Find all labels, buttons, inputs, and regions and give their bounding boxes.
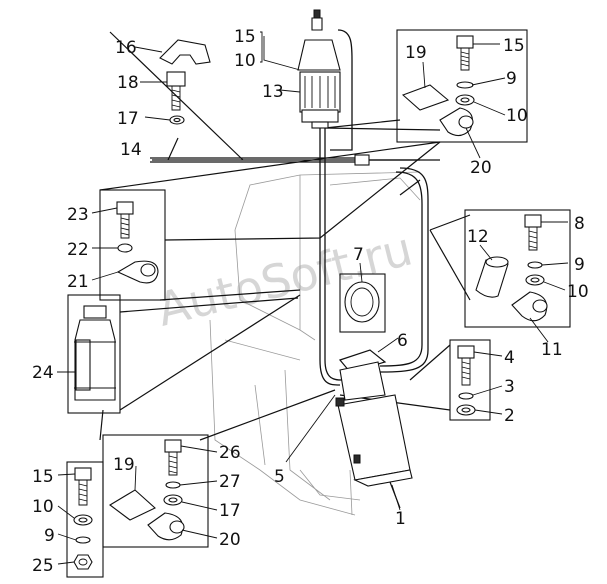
callout-18: 18 (117, 73, 139, 93)
group-bracket-left (99, 189, 166, 301)
callout-leaders (57, 36, 569, 565)
callout-10: 10 (234, 51, 256, 71)
callout-12: 12 (467, 227, 489, 247)
callout-26: 26 (219, 443, 241, 463)
callout-7: 7 (353, 245, 364, 265)
callout-13: 13 (262, 82, 284, 102)
callout-11: 11 (541, 340, 563, 360)
callout-15: 15 (234, 27, 256, 47)
fuel-tank-1 (335, 394, 413, 509)
callout-16: 16 (115, 38, 137, 58)
callout-20: 20 (470, 158, 492, 178)
group-bracket-right (464, 209, 571, 328)
callout-21: 21 (67, 272, 89, 292)
callout-15-bottom-left: 15 (32, 467, 54, 487)
callout-23: 23 (67, 205, 89, 225)
callout-10-bottom-left: 10 (32, 497, 54, 517)
callout-17: 17 (117, 109, 139, 129)
callout-3: 3 (504, 377, 515, 397)
callout-labels: 16 18 17 14 15 10 13 19 15 9 10 20 23 22… (32, 27, 589, 576)
callout-9-right: 9 (574, 255, 585, 275)
callout-24: 24 (32, 363, 54, 383)
callout-bracket (260, 31, 263, 63)
callout-10-top-right: 10 (506, 106, 528, 126)
group-bolt-bottom-left (66, 461, 104, 578)
reservoir-24 (67, 294, 121, 414)
callout-5: 5 (274, 467, 285, 487)
callout-17-bottom: 17 (219, 501, 241, 521)
callout-4: 4 (504, 348, 515, 368)
callout-27: 27 (219, 472, 241, 492)
callout-1: 1 (395, 509, 406, 529)
callout-22: 22 (67, 240, 89, 260)
fuel-filter-7 (338, 273, 387, 401)
callout-25: 25 (32, 556, 54, 576)
callout-20-bottom: 20 (219, 530, 241, 550)
vehicle-outline (209, 171, 421, 516)
group-bracket-top-right (396, 29, 528, 143)
callout-14: 14 (120, 140, 142, 160)
callout-9-bottom-left: 9 (44, 526, 55, 546)
callout-19: 19 (405, 43, 427, 63)
callout-2: 2 (504, 406, 515, 426)
group-bracket-bottom (102, 434, 209, 548)
fuel-lines (319, 29, 429, 386)
callout-8: 8 (574, 214, 585, 234)
fuel-pump-13 (297, 9, 341, 129)
wire-harness (150, 154, 420, 166)
callout-6: 6 (397, 331, 408, 351)
group-clamp-top-left (159, 39, 211, 125)
callout-19-bottom: 19 (113, 455, 135, 475)
callout-15-top-right: 15 (503, 36, 525, 56)
callout-10-right: 10 (567, 282, 589, 302)
group-bolt-right (449, 339, 491, 421)
callout-9: 9 (506, 69, 517, 89)
